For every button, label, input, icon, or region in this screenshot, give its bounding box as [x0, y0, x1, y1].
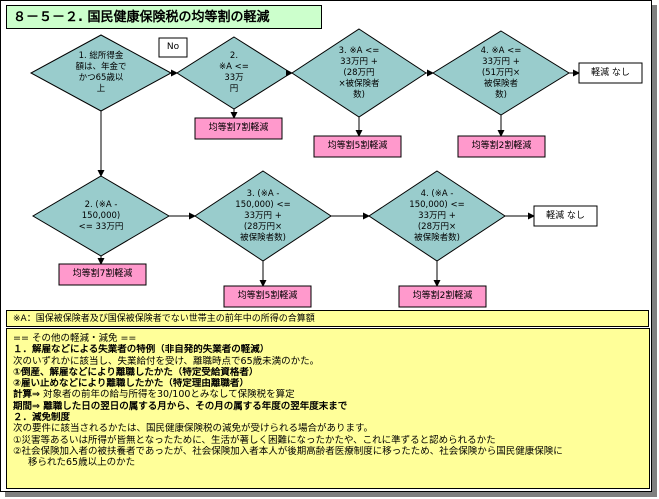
- decision-1-label: 1. 総所得金 額は、年金で かつ65歳以 上: [75, 51, 127, 94]
- calc-label: 計算⇒: [13, 389, 40, 401]
- result-r2-5-box: [223, 285, 312, 308]
- no-box: [158, 37, 188, 58]
- result-5-label: 均等割5割軽減: [327, 141, 388, 151]
- section-1-line: 次のいずれかに該当し、失業給付を受け、離職時点で65歳未満のかた。: [13, 355, 320, 367]
- period-label: 期間⇒: [13, 400, 40, 412]
- result-r2-7-label: 均等割7割軽減: [72, 269, 133, 279]
- decision-r2-3-label: 4. (※A - 150,000) <= 33万円 + (28万円× 被保険者数…: [409, 188, 465, 243]
- section-1-title: １．解雇などによる失業者の特例（非自発的失業者の軽減）: [13, 344, 270, 356]
- result-r2-5-label: 均等割5割軽減: [237, 291, 298, 301]
- end-box-2: [533, 205, 598, 227]
- section-1-period: 期間⇒ 離職した日の翌日の属する月から、その月の属する年度の翌年度末まで: [13, 401, 643, 412]
- section-2-item-1: ①災害等あるいは所得が皆無となったために、生活が著しく困難になったかたや、これに…: [13, 434, 496, 446]
- no-label: No: [166, 42, 180, 52]
- section-2-item-2a: ②社会保険加入者の被扶養者であったが、社会保険加入者本人が後期高齢者医療制度に移…: [13, 445, 563, 457]
- decision-r2-2-label: 3. (※A - 150,000) <= 33万円 + (28万円× 被保険者数…: [235, 188, 291, 243]
- result-r2-7-box: [58, 263, 147, 286]
- diagram-frame: ８－５－２. 国民健康保険税の均等割の軽減: [0, 0, 652, 492]
- section-2-item-2b: 移られた65歳以上のかた: [28, 457, 136, 469]
- page-title: ８－５－２. 国民健康保険税の均等割の軽減: [6, 5, 322, 29]
- result-r2-2-label: 均等割2割軽減: [412, 291, 473, 301]
- result-7-box: [194, 117, 283, 140]
- decision-r2-1-label: 2. (※A - 150,000) <= 33万円: [78, 199, 124, 232]
- decision-3-label: 3. ※A <= 33万円 + (28万円 ×被保険者 数): [338, 45, 380, 100]
- result-2-box: [457, 135, 546, 158]
- section-2-line: 次の要件に該当されるかたは、国民健康保険税の減免が受けられる場合があります。: [13, 423, 374, 435]
- result-r2-2-box: [398, 285, 487, 308]
- section-1-calc: 計算⇒ 対象者の前年の給与所得を30/100とみなして保険税を算定: [13, 389, 643, 400]
- other-reductions-panel: == その他の軽減・減免 == １．解雇などによる失業者の特例（非自発的失業者の…: [6, 328, 650, 489]
- section-2-title: ２．減免制度: [13, 412, 71, 424]
- end-box-1: [578, 62, 643, 84]
- section-heading: == その他の軽減・減免 ==: [13, 333, 137, 344]
- end-label-1: 軽減 なし: [591, 67, 630, 78]
- section-1-item-2: ②雇い止めなどにより離職したかた（特定理由離職者）: [13, 378, 249, 390]
- flowchart: [29, 28, 643, 308]
- decision-2-label: 2. ※A <= 33万 円: [219, 51, 249, 94]
- period-text: 離職した日の翌日の属する月から、その月の属する年度の翌年度末まで: [43, 400, 348, 412]
- decision-4-label: 4. ※A <= 33万円 + (51万円× 被保険者 数): [480, 45, 522, 100]
- end-label-2: 軽減 なし: [546, 210, 585, 221]
- footnote: ※A：国保被保険者及び国保被保険者でない世帯主の前年中の所得の合算額: [6, 310, 649, 327]
- calc-text: 対象者の前年の給与所得を30/100とみなして保険税を算定: [43, 389, 295, 401]
- section-1-item-1: ①倒産、解雇などにより離職したかた（特定受給資格者）: [13, 366, 259, 378]
- result-2-label: 均等割2割軽減: [471, 141, 532, 151]
- result-5-box: [313, 135, 402, 158]
- result-7-label: 均等割7割軽減: [208, 123, 269, 133]
